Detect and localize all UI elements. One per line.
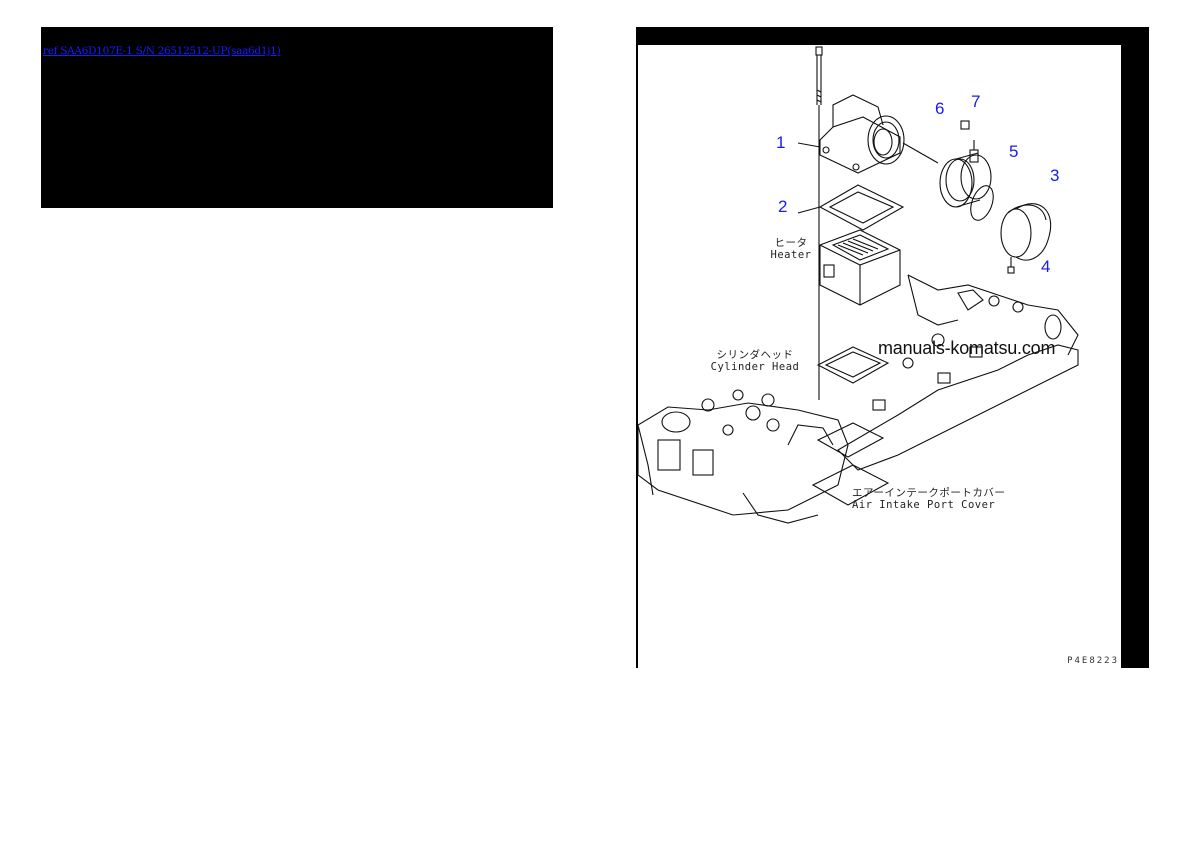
callout-7[interactable]: 7 (971, 92, 981, 111)
cylinder-head-label: シリンダヘッド Cylinder Head (710, 349, 800, 373)
air-intake-port-cover-label-jp: エアーインテークポートカバー (852, 487, 1006, 499)
cylinder-head-label-jp: シリンダヘッド (716, 349, 794, 361)
cylinder-head-label-en: Cylinder Head (710, 361, 800, 373)
callout-4[interactable]: 4 (1041, 257, 1051, 276)
callout-6[interactable]: 6 (935, 99, 945, 118)
callout-5[interactable]: 5 (1009, 142, 1019, 161)
heater-label-jp: ヒータ (774, 237, 808, 249)
exploded-view-drawing (638, 46, 1079, 524)
callout-1[interactable]: 1 (776, 133, 786, 152)
drawing-number: P4E8223 (1067, 656, 1119, 666)
air-intake-port-cover-label-en: Air Intake Port Cover (852, 499, 996, 511)
model-reference-link[interactable]: ref SAA6D107E-1 S/N 26512512-UP(saa6d1j1… (43, 45, 281, 57)
watermark: manuals-komatsu.com (878, 338, 1056, 358)
reference-panel: ref SAA6D107E-1 S/N 26512512-UP(saa6d1j1… (41, 27, 553, 208)
parts-diagram-frame: 1 2 3 4 5 6 7 ヒータ Heater シリンダヘッド Cylinde… (636, 27, 1149, 668)
heater-label: ヒータ Heater (768, 237, 814, 261)
callout-3[interactable]: 3 (1050, 166, 1060, 185)
parts-diagram: 1 2 3 4 5 6 7 ヒータ Heater シリンダヘッド Cylinde… (638, 45, 1121, 668)
callout-2[interactable]: 2 (778, 197, 788, 216)
heater-label-en: Heater (770, 249, 812, 261)
air-intake-port-cover-label: エアーインテークポートカバー Air Intake Port Cover (852, 487, 1005, 511)
